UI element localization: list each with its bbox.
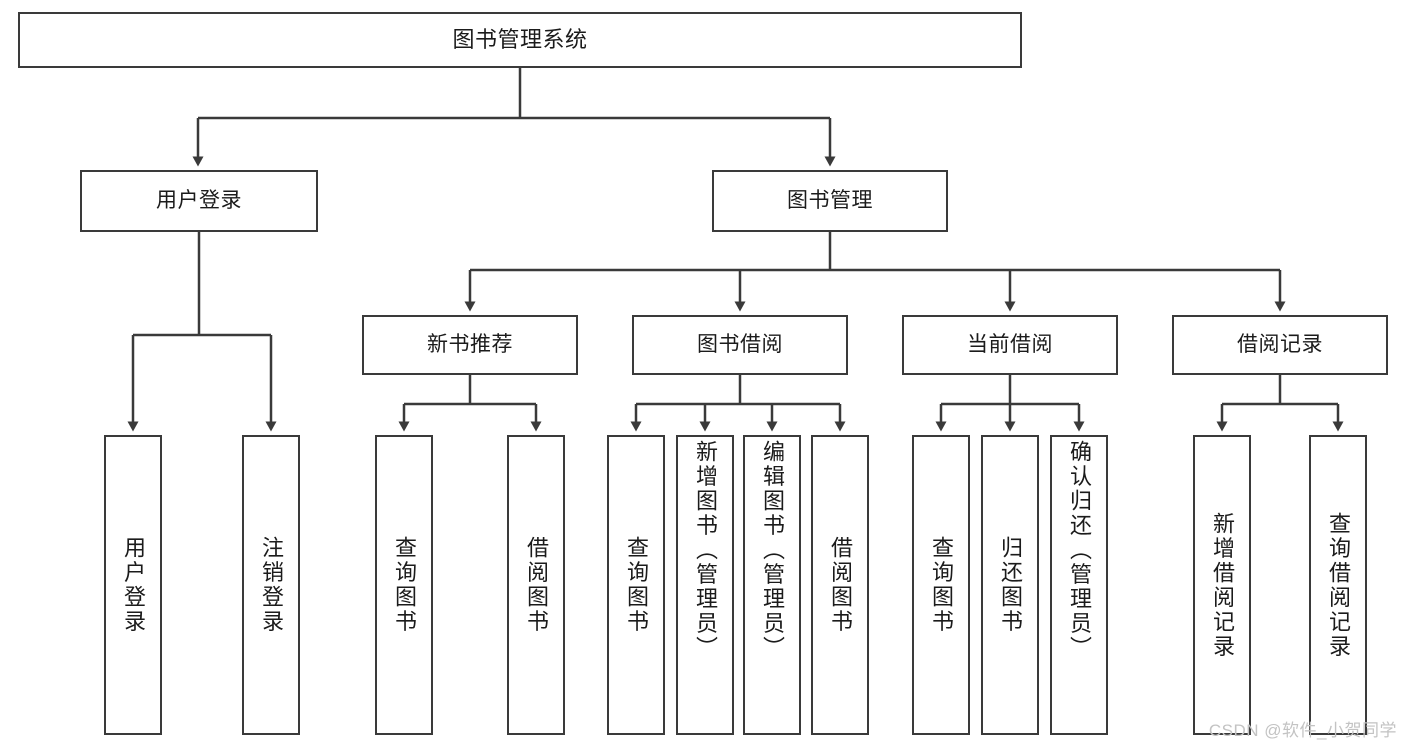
node-current-borrow[interactable]: 当前借阅 — [902, 315, 1118, 375]
node-leaf-query-record-label: 查询借阅记录 — [1326, 511, 1351, 659]
node-leaf-logout-label: 注销登录 — [259, 536, 284, 634]
node-root-label: 图书管理系统 — [452, 26, 588, 52]
node-root[interactable]: 图书管理系统 — [18, 12, 1022, 68]
node-leaf-add-book[interactable]: 新增图书（管理员） — [676, 435, 734, 735]
node-leaf-borrow-book-2[interactable]: 借阅图书 — [811, 435, 869, 735]
node-leaf-query-book-3-label: 查询图书 — [929, 536, 954, 634]
node-leaf-user-login[interactable]: 用户登录 — [104, 435, 162, 735]
node-book-borrow[interactable]: 图书借阅 — [632, 315, 848, 375]
node-current-borrow-label: 当前借阅 — [967, 333, 1053, 357]
node-user-login[interactable]: 用户登录 — [80, 170, 318, 232]
node-leaf-query-book-3[interactable]: 查询图书 — [912, 435, 970, 735]
node-leaf-add-record[interactable]: 新增借阅记录 — [1193, 435, 1251, 735]
node-leaf-edit-book[interactable]: 编辑图书（管理员） — [743, 435, 801, 735]
node-leaf-query-book-1-label: 查询图书 — [392, 536, 417, 634]
node-leaf-logout[interactable]: 注销登录 — [242, 435, 300, 735]
node-leaf-return-book-label: 归还图书 — [998, 536, 1023, 634]
node-leaf-query-book-2[interactable]: 查询图书 — [607, 435, 665, 735]
node-borrow-record[interactable]: 借阅记录 — [1172, 315, 1388, 375]
node-leaf-query-record[interactable]: 查询借阅记录 — [1309, 435, 1367, 735]
node-leaf-borrow-book-1[interactable]: 借阅图书 — [507, 435, 565, 735]
node-leaf-query-book-2-label: 查询图书 — [624, 536, 649, 634]
node-borrow-record-label: 借阅记录 — [1237, 333, 1323, 357]
node-leaf-confirm-return-label: 确认归还（管理员） — [1067, 440, 1092, 661]
node-leaf-confirm-return[interactable]: 确认归还（管理员） — [1050, 435, 1108, 735]
node-new-book-recommend[interactable]: 新书推荐 — [362, 315, 578, 375]
node-user-login-label: 用户登录 — [156, 189, 242, 213]
node-leaf-borrow-book-2-label: 借阅图书 — [828, 536, 853, 634]
node-leaf-query-book-1[interactable]: 查询图书 — [375, 435, 433, 735]
node-new-book-recommend-label: 新书推荐 — [427, 333, 513, 357]
node-leaf-user-login-label: 用户登录 — [121, 536, 146, 634]
node-book-borrow-label: 图书借阅 — [697, 333, 783, 357]
node-book-manage-label: 图书管理 — [787, 189, 873, 213]
node-leaf-return-book[interactable]: 归还图书 — [981, 435, 1039, 735]
node-leaf-borrow-book-1-label: 借阅图书 — [524, 536, 549, 634]
csdn-watermark: CSDN @软件_小贺同学 — [1208, 721, 1397, 740]
node-leaf-add-book-label: 新增图书（管理员） — [693, 440, 718, 661]
node-leaf-add-record-label: 新增借阅记录 — [1210, 511, 1235, 659]
node-book-manage[interactable]: 图书管理 — [712, 170, 948, 232]
node-leaf-edit-book-label: 编辑图书（管理员） — [760, 440, 785, 661]
